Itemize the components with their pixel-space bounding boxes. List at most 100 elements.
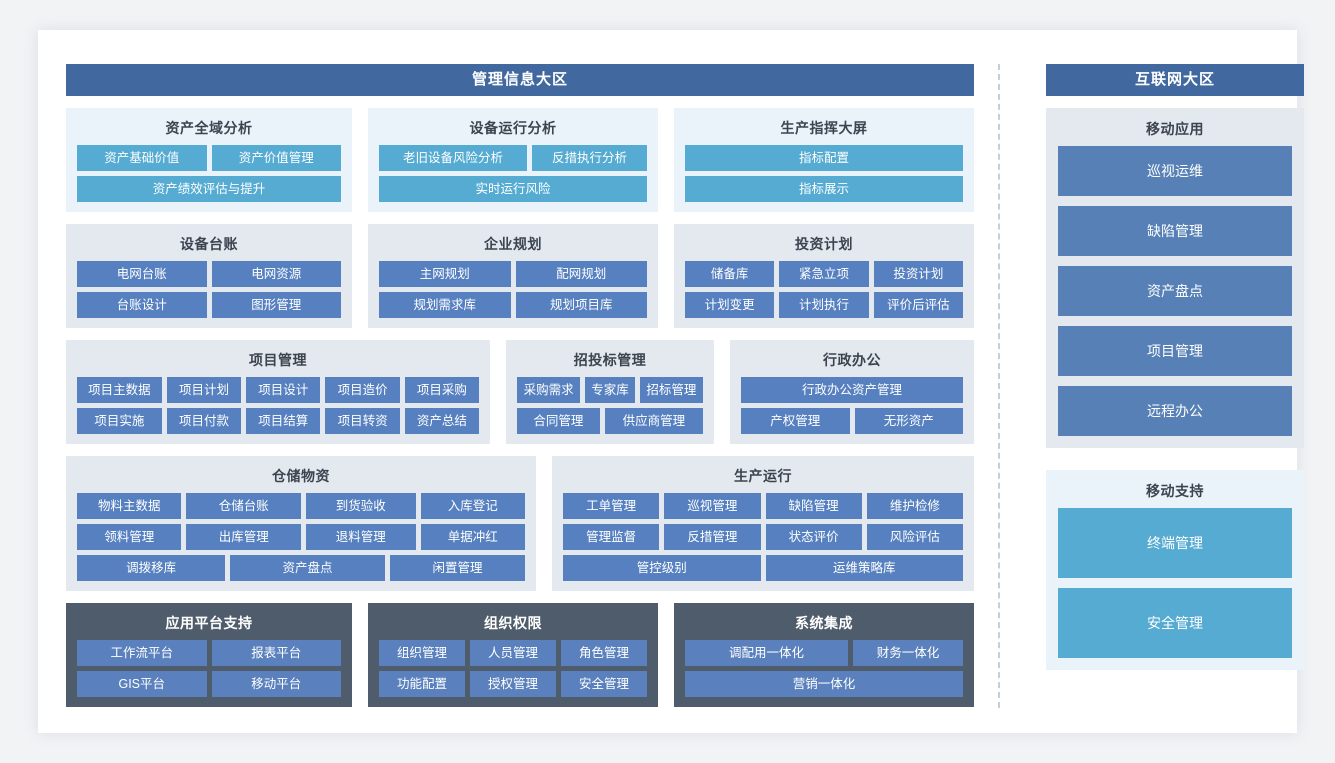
module-button[interactable]: 安全管理 (561, 671, 647, 697)
module-button[interactable]: 计划执行 (779, 292, 869, 318)
button-row: 规划需求库规划项目库 (379, 292, 647, 318)
module-button[interactable]: 风险评估 (866, 524, 963, 550)
module-button[interactable]: 项目转资 (325, 408, 400, 434)
module-button[interactable]: 项目设计 (246, 377, 321, 403)
module-button[interactable]: 资产总结 (404, 408, 480, 434)
module-button[interactable]: 指标配置 (685, 145, 963, 171)
module-button[interactable]: 功能配置 (379, 671, 465, 697)
module-button[interactable]: 工单管理 (563, 493, 660, 519)
module-button[interactable]: 规划需求库 (379, 292, 511, 318)
module-button[interactable]: 项目计划 (166, 377, 242, 403)
module-button[interactable]: 资产盘点 (230, 555, 385, 581)
panel: 系统集成调配用一体化财务一体化营销一体化 (674, 603, 974, 707)
module-button[interactable]: 项目主数据 (77, 377, 162, 403)
module-button[interactable]: 专家库 (585, 377, 635, 403)
panel: 设备台账电网台账电网资源台账设计图形管理 (66, 224, 352, 328)
module-button[interactable]: 项目造价 (325, 377, 400, 403)
module-button[interactable]: 调配用一体化 (685, 640, 848, 666)
module-button[interactable]: 移动平台 (211, 671, 341, 697)
module-button[interactable]: 反措执行分析 (532, 145, 647, 171)
module-button[interactable]: 巡视管理 (664, 493, 761, 519)
module-button[interactable]: 招标管理 (639, 377, 703, 403)
module-button[interactable]: 老旧设备风险分析 (379, 145, 528, 171)
module-button[interactable]: 资产盘点 (1058, 266, 1292, 316)
module-button[interactable]: 行政办公资产管理 (741, 377, 963, 403)
module-button[interactable]: 电网台账 (77, 261, 207, 287)
panel: 生产指挥大屏指标配置指标展示 (674, 108, 974, 212)
module-button[interactable]: 反措管理 (664, 524, 761, 550)
module-button[interactable]: 管理监督 (563, 524, 660, 550)
module-button[interactable]: 调拨移库 (77, 555, 226, 581)
module-button[interactable]: 供应商管理 (604, 408, 703, 434)
module-button[interactable]: 远程办公 (1058, 386, 1292, 436)
module-button[interactable]: 营销一体化 (685, 671, 963, 697)
module-button[interactable]: 仓储台账 (186, 493, 302, 519)
module-button[interactable]: 物料主数据 (77, 493, 182, 519)
module-button[interactable]: 配网规划 (515, 261, 647, 287)
module-button[interactable]: 角色管理 (561, 640, 647, 666)
module-button[interactable]: 人员管理 (470, 640, 556, 666)
panel: 设备运行分析老旧设备风险分析反措执行分析实时运行风险 (368, 108, 658, 212)
module-button[interactable]: 资产价值管理 (211, 145, 341, 171)
module-button[interactable]: 产权管理 (741, 408, 850, 434)
module-button[interactable]: 合同管理 (517, 408, 600, 434)
panel-title: 仓储物资 (272, 468, 330, 484)
module-button[interactable]: 维护检修 (866, 493, 963, 519)
module-button[interactable]: 闲置管理 (389, 555, 525, 581)
button-row: 台账设计图形管理 (77, 292, 341, 318)
panel: 仓储物资物料主数据仓储台账到货验收入库登记领料管理出库管理退料管理单据冲红调拨移… (66, 456, 536, 591)
diagram-layout: 管理信息大区 资产全域分析资产基础价值资产价值管理资产绩效评估与提升设备运行分析… (66, 64, 1304, 724)
module-button[interactable]: 单据冲红 (420, 524, 525, 550)
module-button[interactable]: 实时运行风险 (379, 176, 647, 202)
button-row: GIS平台移动平台 (77, 671, 341, 697)
module-button[interactable]: 项目结算 (246, 408, 321, 434)
module-button[interactable]: 入库登记 (420, 493, 525, 519)
module-button[interactable]: 资产绩效评估与提升 (77, 176, 341, 202)
module-button[interactable]: 台账设计 (77, 292, 207, 318)
module-button[interactable]: 状态评价 (765, 524, 862, 550)
module-button[interactable]: 缺陷管理 (765, 493, 862, 519)
module-button[interactable]: 评价后评估 (873, 292, 963, 318)
button-row: 组织管理人员管理角色管理 (379, 640, 647, 666)
module-button[interactable]: 储备库 (685, 261, 775, 287)
module-button[interactable]: 到货验收 (306, 493, 416, 519)
module-button[interactable]: 出库管理 (186, 524, 302, 550)
module-button[interactable]: 项目实施 (77, 408, 162, 434)
module-button[interactable]: 主网规划 (379, 261, 511, 287)
module-button[interactable]: 计划变更 (685, 292, 775, 318)
module-button[interactable]: 终端管理 (1058, 508, 1292, 578)
module-button[interactable]: 投资计划 (873, 261, 963, 287)
button-row: 主网规划配网规划 (379, 261, 647, 287)
module-button[interactable]: 工作流平台 (77, 640, 207, 666)
module-button[interactable]: 资产基础价值 (77, 145, 207, 171)
module-button[interactable]: 图形管理 (211, 292, 341, 318)
panel-title: 资产全域分析 (165, 120, 253, 136)
module-button[interactable]: 指标展示 (685, 176, 963, 202)
module-button[interactable]: 项目管理 (1058, 326, 1292, 376)
internet-zone-title: 互联网大区 (1046, 64, 1304, 96)
module-button[interactable]: 无形资产 (854, 408, 963, 434)
module-button[interactable]: 组织管理 (379, 640, 465, 666)
button-row: 指标配置 (685, 145, 963, 171)
panel-title: 系统集成 (795, 615, 853, 631)
module-button[interactable]: 项目采购 (404, 377, 480, 403)
module-button[interactable]: 领料管理 (77, 524, 182, 550)
module-button[interactable]: 紧急立项 (779, 261, 869, 287)
module-button[interactable]: 运维策略库 (765, 555, 963, 581)
module-button[interactable]: 项目付款 (166, 408, 242, 434)
module-button[interactable]: 报表平台 (211, 640, 341, 666)
module-button[interactable]: 安全管理 (1058, 588, 1292, 658)
module-button[interactable]: 采购需求 (517, 377, 581, 403)
module-button[interactable]: 规划项目库 (515, 292, 647, 318)
module-button[interactable]: 授权管理 (470, 671, 556, 697)
module-button[interactable]: 财务一体化 (853, 640, 963, 666)
module-button[interactable]: GIS平台 (77, 671, 207, 697)
module-button[interactable]: 退料管理 (306, 524, 416, 550)
panel: 招投标管理采购需求专家库招标管理合同管理供应商管理 (506, 340, 714, 444)
module-button[interactable]: 缺陷管理 (1058, 206, 1292, 256)
panel-title: 生产指挥大屏 (780, 120, 868, 136)
module-button[interactable]: 巡视运维 (1058, 146, 1292, 196)
module-button[interactable]: 电网资源 (211, 261, 341, 287)
module-button[interactable]: 管控级别 (563, 555, 761, 581)
